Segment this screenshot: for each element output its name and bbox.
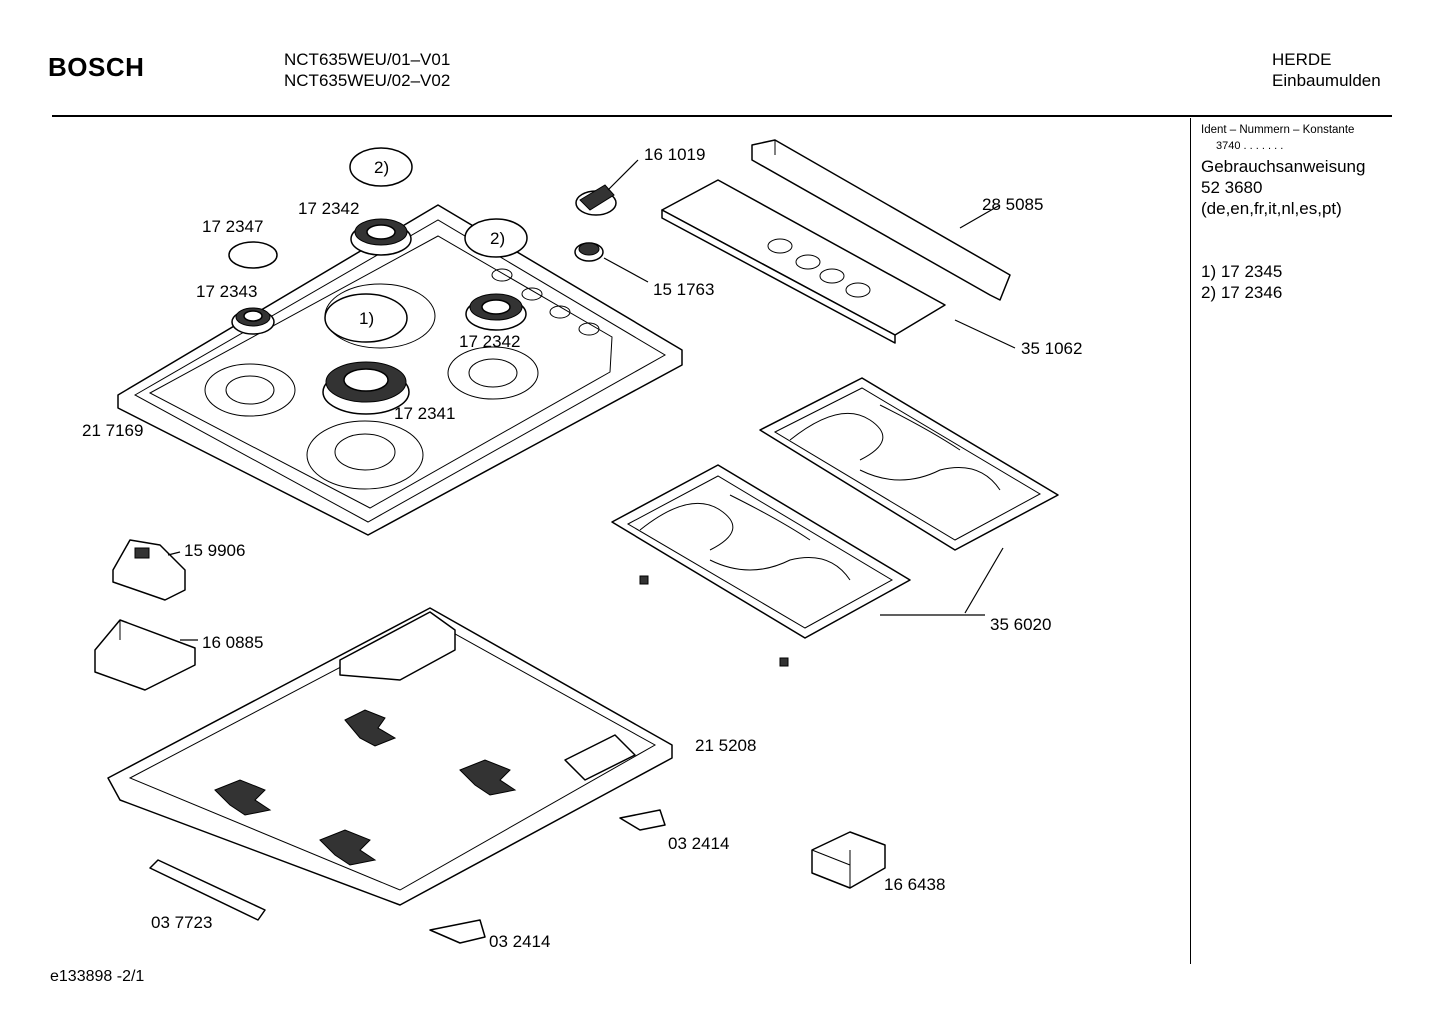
part-label: 03 7723 [151, 913, 212, 932]
rubber-foot [779, 657, 789, 667]
model-number-1: NCT635WEU/01–V01 [284, 50, 451, 69]
part-label: 17 2342 [298, 199, 359, 218]
callout-2-top: 2) [349, 147, 413, 187]
category-title: HERDE [1272, 50, 1332, 69]
burner-top-left[interactable] [231, 307, 275, 335]
manual-title: Gebrauchsanweisung [1201, 157, 1366, 176]
callout-2-right-label: 2) [490, 229, 505, 248]
part-label: 21 5208 [695, 736, 756, 755]
rubber-foot [639, 575, 649, 585]
part-label: 35 6020 [990, 615, 1051, 634]
callout-2-right: 2) [464, 218, 528, 258]
burner-right[interactable] [465, 293, 527, 331]
burner-rear-centre[interactable] [350, 218, 412, 256]
sidebar-divider [1190, 118, 1191, 964]
ident-constant: 3740 . . . . . . . [1216, 140, 1284, 152]
burner-wok[interactable] [322, 361, 410, 415]
category-subtitle: Einbaumulden [1272, 71, 1381, 90]
seal-strip[interactable] [149, 859, 266, 921]
part-label: 03 2414 [489, 932, 550, 951]
ident-heading: Ident – Nummern – Konstante [1201, 124, 1355, 136]
part-label: 21 7169 [82, 421, 143, 440]
part-label: 15 1763 [653, 280, 714, 299]
part-label: 16 0885 [202, 633, 263, 652]
exploded-parts-diagram: 2) 2) 1) [82, 139, 1082, 951]
callout-2-top-label: 2) [374, 158, 389, 177]
part-label: 17 2341 [394, 404, 455, 423]
fixing-clip-right[interactable] [619, 809, 666, 831]
part-label: 28 5085 [982, 195, 1043, 214]
part-label: 17 2347 [202, 217, 263, 236]
callout-1-label: 1) [359, 309, 374, 328]
callout-1: 1) [324, 293, 408, 343]
knob-seal[interactable] [574, 242, 604, 262]
connector-box[interactable] [811, 831, 886, 889]
part-label: 03 2414 [668, 834, 729, 853]
part-label: 17 2343 [196, 282, 257, 301]
fixing-clip-bottom[interactable] [429, 919, 486, 944]
bottom-tray[interactable] [107, 607, 673, 906]
part-label: 17 2342 [459, 332, 520, 351]
burner-cap-small[interactable] [228, 241, 278, 269]
trim-bar[interactable] [751, 139, 1011, 301]
control-panel[interactable] [661, 179, 946, 344]
drawing-code: e133898 -2/1 [50, 968, 145, 985]
part-label: 15 9906 [184, 541, 245, 560]
manual-number: 52 3680 [1201, 178, 1263, 197]
header-divider [52, 115, 1392, 117]
footnote-1: 1) 17 2345 [1201, 262, 1283, 281]
module-cover[interactable] [94, 619, 196, 691]
pan-support-rear[interactable] [759, 377, 1059, 551]
pan-support-front[interactable] [611, 464, 911, 639]
manual-languages: (de,en,fr,it,nl,es,pt) [1201, 199, 1342, 218]
brand-logo: BOSCH [48, 52, 145, 82]
part-label: 16 6438 [884, 875, 945, 894]
control-knob[interactable] [575, 184, 617, 216]
model-number-2: NCT635WEU/02–V02 [284, 71, 451, 90]
footnote-2: 2) 17 2346 [1201, 283, 1283, 302]
ignition-module[interactable] [112, 539, 186, 601]
part-label: 16 1019 [644, 145, 705, 164]
cooktop-plate[interactable] [117, 204, 683, 536]
part-label: 35 1062 [1021, 339, 1082, 358]
